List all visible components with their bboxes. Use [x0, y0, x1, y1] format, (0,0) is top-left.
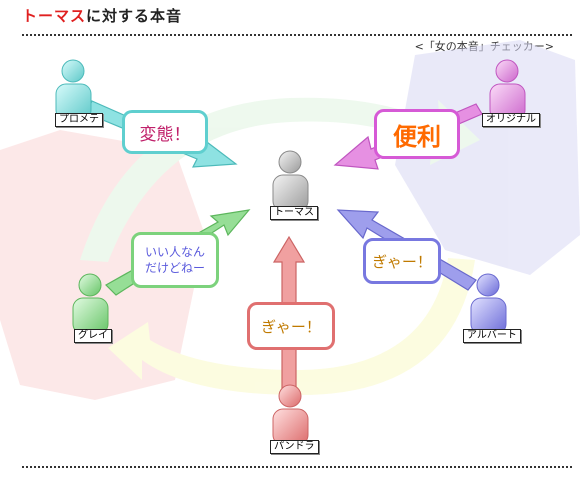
bubble-albert-text: ぎゃー！	[372, 252, 432, 271]
bubble-gurei-line1: いい人なん	[144, 245, 205, 259]
person-icon-thomas	[272, 150, 309, 212]
bubble-original-text: 便利	[393, 122, 441, 151]
bottom-divider	[22, 466, 572, 468]
label-albert: アルバート	[463, 329, 521, 343]
person-icon-pandora	[272, 384, 309, 446]
label-thomas: トーマス	[270, 206, 318, 220]
bubble-puromete: 変態！	[122, 110, 208, 154]
person-icon-original	[489, 59, 526, 121]
label-original: オリジナル	[482, 113, 540, 127]
title-accent: トーマス	[22, 7, 87, 25]
bubble-pandora: ぎゃー！	[247, 302, 335, 350]
person-icon-puromete	[55, 59, 92, 121]
person-icon-albert	[470, 273, 507, 335]
bubble-pandora-text: ぎゃー！	[261, 317, 321, 336]
title-rest: に対する本音	[86, 7, 183, 25]
bubble-gurei: いい人なん だけどねー	[131, 232, 219, 288]
bubble-original: 便利	[374, 109, 460, 159]
bubble-gurei-line2: だけどねー	[144, 261, 205, 275]
label-gurei: グレイ	[74, 329, 112, 343]
bubble-albert: ぎゃー！	[363, 238, 441, 284]
label-pandora: パンドラ	[270, 440, 319, 454]
bubble-puromete-text: 変態！	[139, 124, 191, 145]
top-divider	[22, 34, 572, 36]
person-icon-gurei	[72, 273, 109, 335]
label-puromete: プロメテ	[55, 113, 103, 127]
page-title: トーマスに対する本音	[22, 5, 182, 26]
